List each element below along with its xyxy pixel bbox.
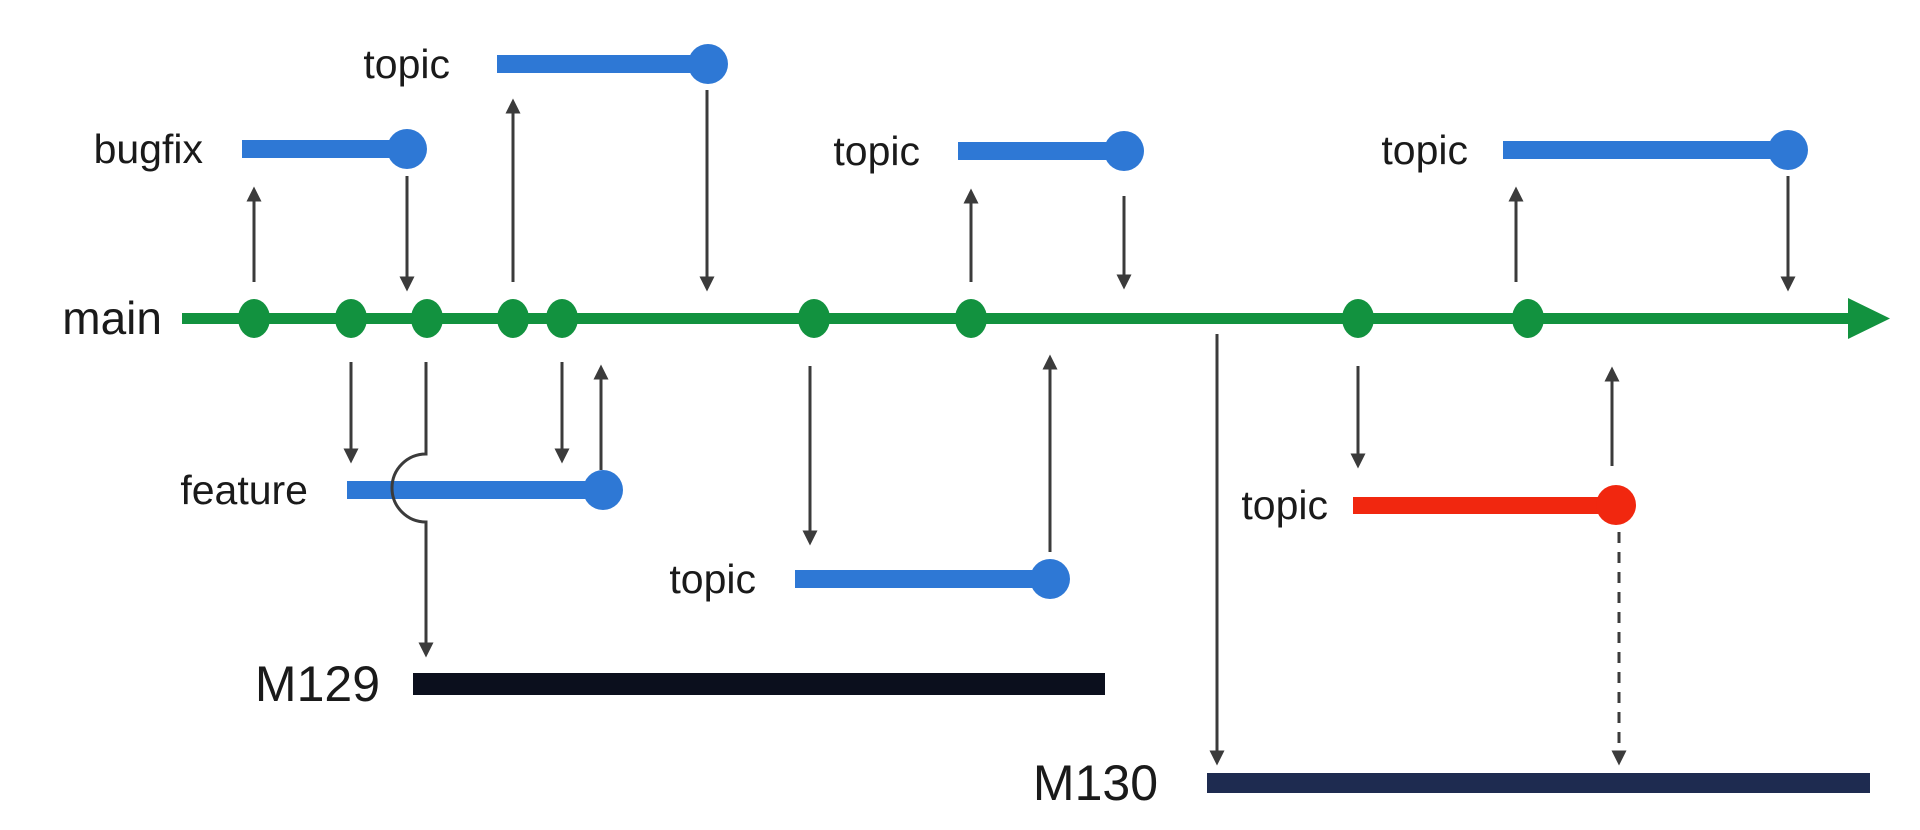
branch-feature: feature bbox=[180, 467, 623, 513]
milestone-bar bbox=[413, 673, 1105, 695]
branch-topic-red: topic bbox=[1241, 482, 1636, 528]
milestone-label: M130 bbox=[1033, 755, 1158, 811]
branch-tip-circle bbox=[387, 129, 427, 169]
main-branch: main bbox=[62, 292, 1890, 344]
main-branch-arrowhead-icon bbox=[1848, 298, 1890, 339]
branch-tip-circle bbox=[688, 44, 728, 84]
branch-topic-right: topic bbox=[1381, 127, 1808, 173]
commit-dot bbox=[546, 299, 578, 338]
branch-bar bbox=[795, 570, 1050, 588]
main-branch-line bbox=[182, 313, 1852, 324]
branch-topic-mid: topic bbox=[833, 128, 1144, 174]
arrow-release-m129-with-hop bbox=[390, 362, 434, 658]
branch-tip-circle bbox=[1030, 559, 1070, 599]
branch-bar bbox=[958, 142, 1124, 160]
commit-dot bbox=[1342, 299, 1374, 338]
branch-label: topic bbox=[669, 556, 756, 602]
milestone-m129: M129 bbox=[255, 656, 1105, 712]
commit-dot bbox=[497, 299, 529, 338]
branch-bar bbox=[242, 140, 407, 158]
branch-label: topic bbox=[833, 128, 920, 174]
branch-topic-lower: topic bbox=[669, 556, 1070, 602]
branch-bar bbox=[347, 481, 603, 499]
milestone-m130: M130 bbox=[1033, 755, 1870, 811]
milestone-bar bbox=[1207, 773, 1870, 793]
branch-bugfix: bugfix bbox=[94, 126, 427, 172]
commit-dot bbox=[335, 299, 367, 338]
commit-dot bbox=[798, 299, 830, 338]
commit-dot bbox=[411, 299, 443, 338]
branch-bar bbox=[497, 55, 708, 73]
branch-topic-top: topic bbox=[363, 41, 728, 87]
commit-dot bbox=[1512, 299, 1544, 338]
branch-tip-circle bbox=[583, 470, 623, 510]
main-branch-label: main bbox=[62, 292, 162, 344]
branch-label: topic bbox=[1381, 127, 1468, 173]
branch-tip-circle bbox=[1596, 485, 1636, 525]
milestone-label: M129 bbox=[255, 656, 380, 712]
branch-label: topic bbox=[1241, 482, 1328, 528]
branch-bar bbox=[1353, 497, 1616, 514]
branch-tip-circle bbox=[1104, 131, 1144, 171]
commit-dot bbox=[238, 299, 270, 338]
branch-label: topic bbox=[363, 41, 450, 87]
branch-label: bugfix bbox=[94, 126, 204, 172]
branch-bar bbox=[1503, 141, 1788, 159]
branch-tip-circle bbox=[1768, 130, 1808, 170]
branch-label: feature bbox=[180, 467, 308, 513]
commit-dot bbox=[955, 299, 987, 338]
